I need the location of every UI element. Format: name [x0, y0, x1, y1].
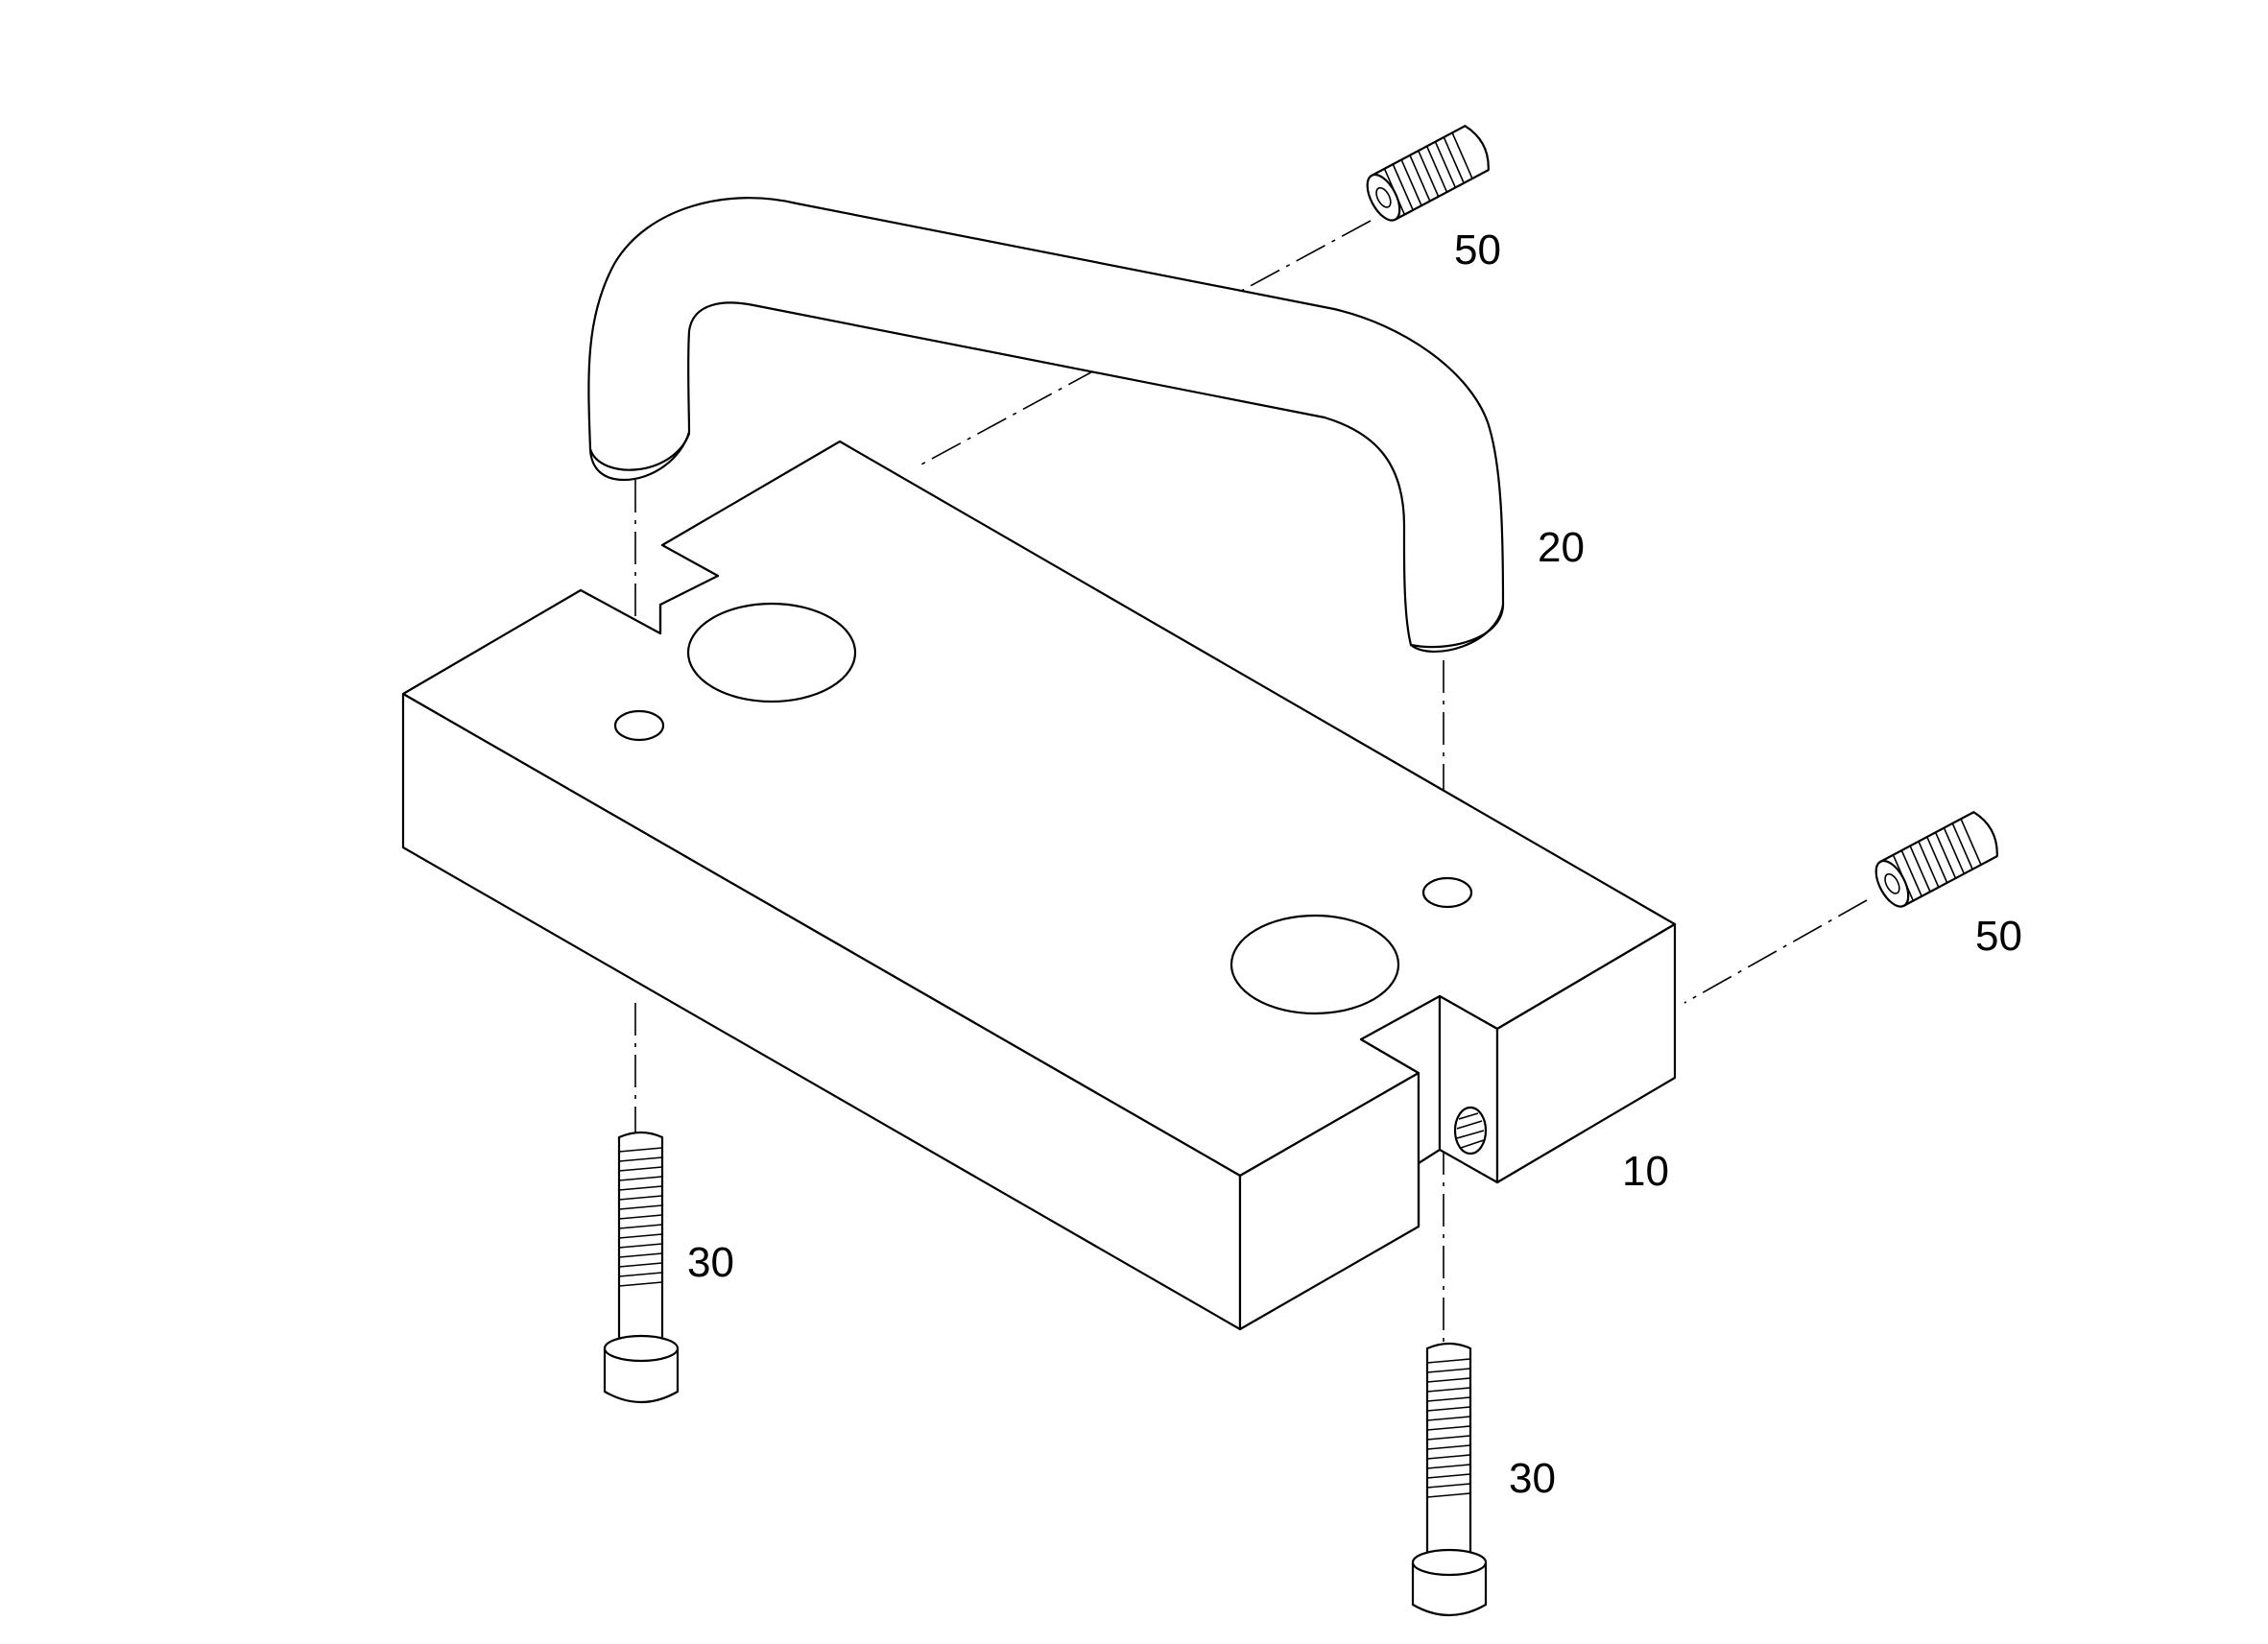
base-block: [401, 440, 1677, 1331]
u-handle: [587, 197, 1505, 654]
set-screw-top: [1366, 125, 1490, 222]
callout-base-block: 10: [1622, 1148, 1669, 1195]
cap-screw-right: [1411, 1342, 1488, 1617]
handle-hole-right: [1421, 876, 1473, 909]
callout-screw-left: 30: [687, 1239, 734, 1286]
callout-set-screw-right: 50: [1975, 913, 2022, 960]
callout-handle: 20: [1538, 524, 1585, 571]
cap-screw-left: [603, 1131, 680, 1404]
counterbore-hole-right: [1229, 914, 1400, 1015]
set-screw-right: [1874, 811, 1998, 908]
callout-set-screw-top: 50: [1454, 226, 1501, 274]
handle-hole-left: [613, 709, 665, 742]
base-block-right-end-face: [1495, 922, 1677, 1184]
side-threaded-hole: [1453, 1106, 1488, 1156]
u-handle-body: [587, 197, 1505, 649]
callout-screw-right: 30: [1509, 1455, 1556, 1502]
counterbore-hole-left: [686, 602, 857, 703]
assembly-centerlines: [634, 220, 1868, 1344]
